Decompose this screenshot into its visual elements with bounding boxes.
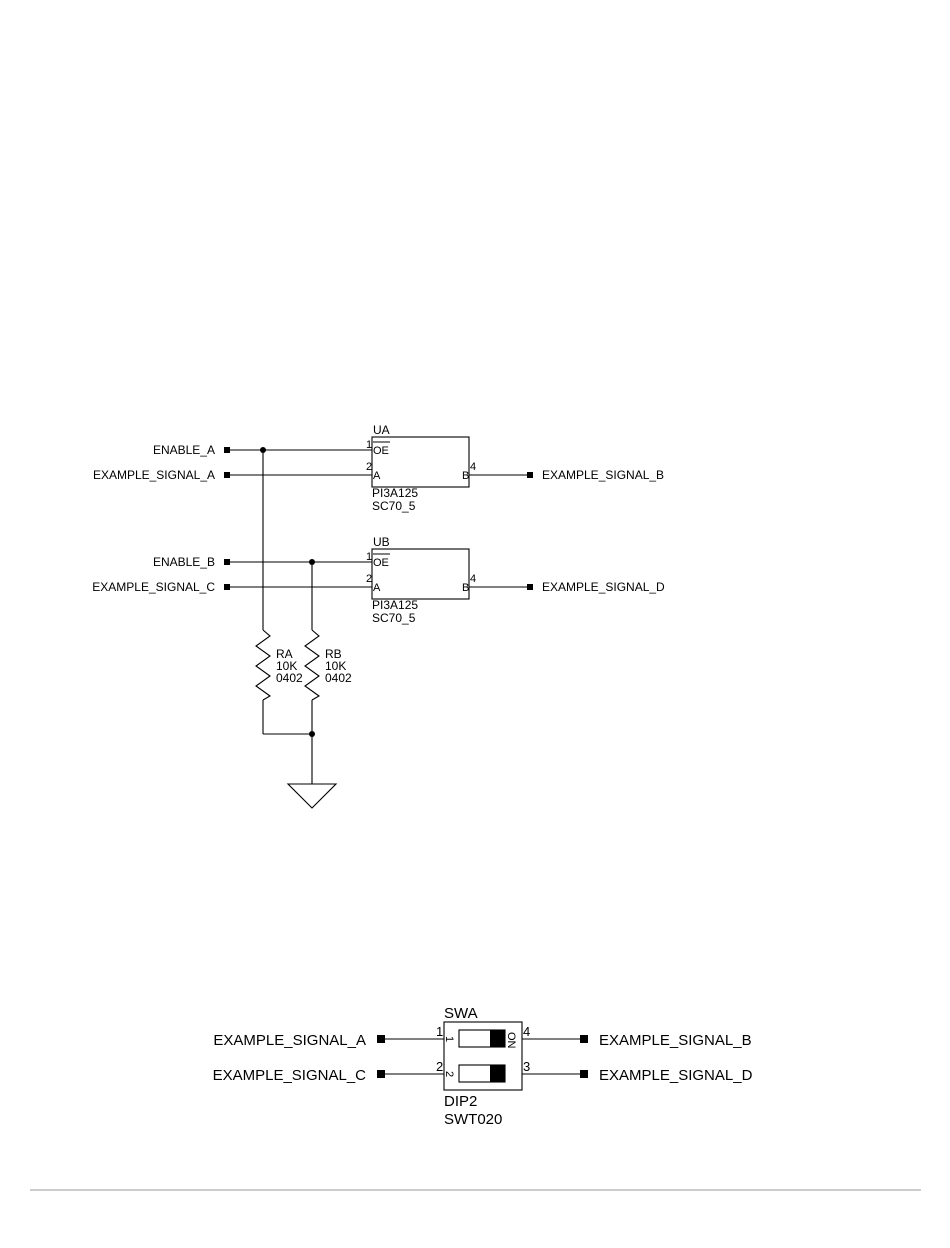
rb-package: 0402: [325, 671, 352, 685]
buffer-ub-ref: UB: [373, 535, 390, 549]
switch-actuator-1: [490, 1030, 505, 1047]
port-marker-example-signal-d: [527, 584, 533, 590]
buffer-ua-part: PI3A125: [372, 486, 418, 500]
port-marker-example-signal-b: [527, 472, 533, 478]
switch-port-marker-signal-d: [580, 1070, 588, 1078]
buffer-ub-package: SC70_5: [372, 611, 416, 625]
switch-part: DIP2: [444, 1093, 477, 1110]
switch-net-label-signal-c: EXAMPLE_SIGNAL_C: [213, 1067, 367, 1084]
switch-ref: SWA: [444, 1005, 478, 1022]
net-label-enable-a: ENABLE_A: [153, 443, 215, 457]
dip-switch-swa: SWA ON 1 2 1 2 4 3 DIP2 SWT020: [436, 1005, 530, 1128]
buffer-ua: UA 1 OE 2 A B 4 PI3A125 SC70_5: [366, 423, 476, 513]
buffer-ub-pin-a: A: [373, 582, 381, 594]
port-marker-example-signal-c: [224, 584, 230, 590]
net-label-example-signal-d: EXAMPLE_SIGNAL_D: [542, 580, 665, 594]
buffer-ub-part: PI3A125: [372, 598, 418, 612]
switch-position-mark-1: 1: [443, 1036, 455, 1042]
buffer-ua-pin2-num: 2: [366, 461, 372, 473]
ra-zigzag: [256, 630, 270, 700]
switch-pin3-num: 3: [523, 1059, 530, 1074]
switch-pin1-num: 1: [436, 1024, 443, 1039]
switch-position-mark-2: 2: [443, 1071, 455, 1077]
buffer-ua-pin-b: B: [462, 470, 469, 482]
buffer-ub-pin4-num: 4: [470, 573, 476, 585]
ground-symbol-icon: [288, 784, 336, 808]
buffer-ub: UB 1 OE 2 A B 4 PI3A125 SC70_5: [366, 535, 476, 625]
buffer-ub-pin-b: B: [462, 582, 469, 594]
switch-package: SWT020: [444, 1111, 502, 1128]
buffer-ub-pin2-num: 2: [366, 573, 372, 585]
buffer-ua-package: SC70_5: [372, 499, 416, 513]
rb-zigzag: [305, 630, 319, 700]
switch-net-label-signal-d: EXAMPLE_SIGNAL_D: [599, 1067, 753, 1084]
switch-pin2-num: 2: [436, 1059, 443, 1074]
net-label-example-signal-a: EXAMPLE_SIGNAL_A: [93, 468, 215, 482]
buffer-ua-ref: UA: [373, 423, 390, 437]
resistor-ra: RA 10K 0402: [256, 450, 303, 734]
switch-port-marker-signal-b: [580, 1035, 588, 1043]
buffer-ua-pin-oe: OE: [373, 445, 389, 457]
switch-net-label-signal-a: EXAMPLE_SIGNAL_A: [213, 1032, 366, 1049]
switch-port-marker-signal-a: [377, 1035, 385, 1043]
port-marker-example-signal-a: [224, 472, 230, 478]
switch-pin4-num: 4: [523, 1024, 530, 1039]
buffer-ua-pin1-num: 1: [366, 439, 372, 451]
resistor-rb: RB 10K 0402: [305, 562, 352, 734]
net-label-example-signal-c: EXAMPLE_SIGNAL_C: [92, 580, 215, 594]
port-marker-enable-a: [224, 447, 230, 453]
port-marker-enable-b: [224, 559, 230, 565]
buffer-ub-pin1-num: 1: [366, 551, 372, 563]
buffer-ua-pin4-num: 4: [470, 461, 476, 473]
ra-package: 0402: [276, 671, 303, 685]
switch-actuator-2: [490, 1065, 505, 1082]
switch-on-marking: ON: [505, 1032, 517, 1049]
switch-port-marker-signal-c: [377, 1070, 385, 1078]
net-label-enable-b: ENABLE_B: [153, 555, 215, 569]
switch-net-label-signal-b: EXAMPLE_SIGNAL_B: [599, 1032, 752, 1049]
net-label-example-signal-b: EXAMPLE_SIGNAL_B: [542, 468, 664, 482]
buffer-ub-pin-oe: OE: [373, 557, 389, 569]
buffer-ua-pin-a: A: [373, 470, 381, 482]
